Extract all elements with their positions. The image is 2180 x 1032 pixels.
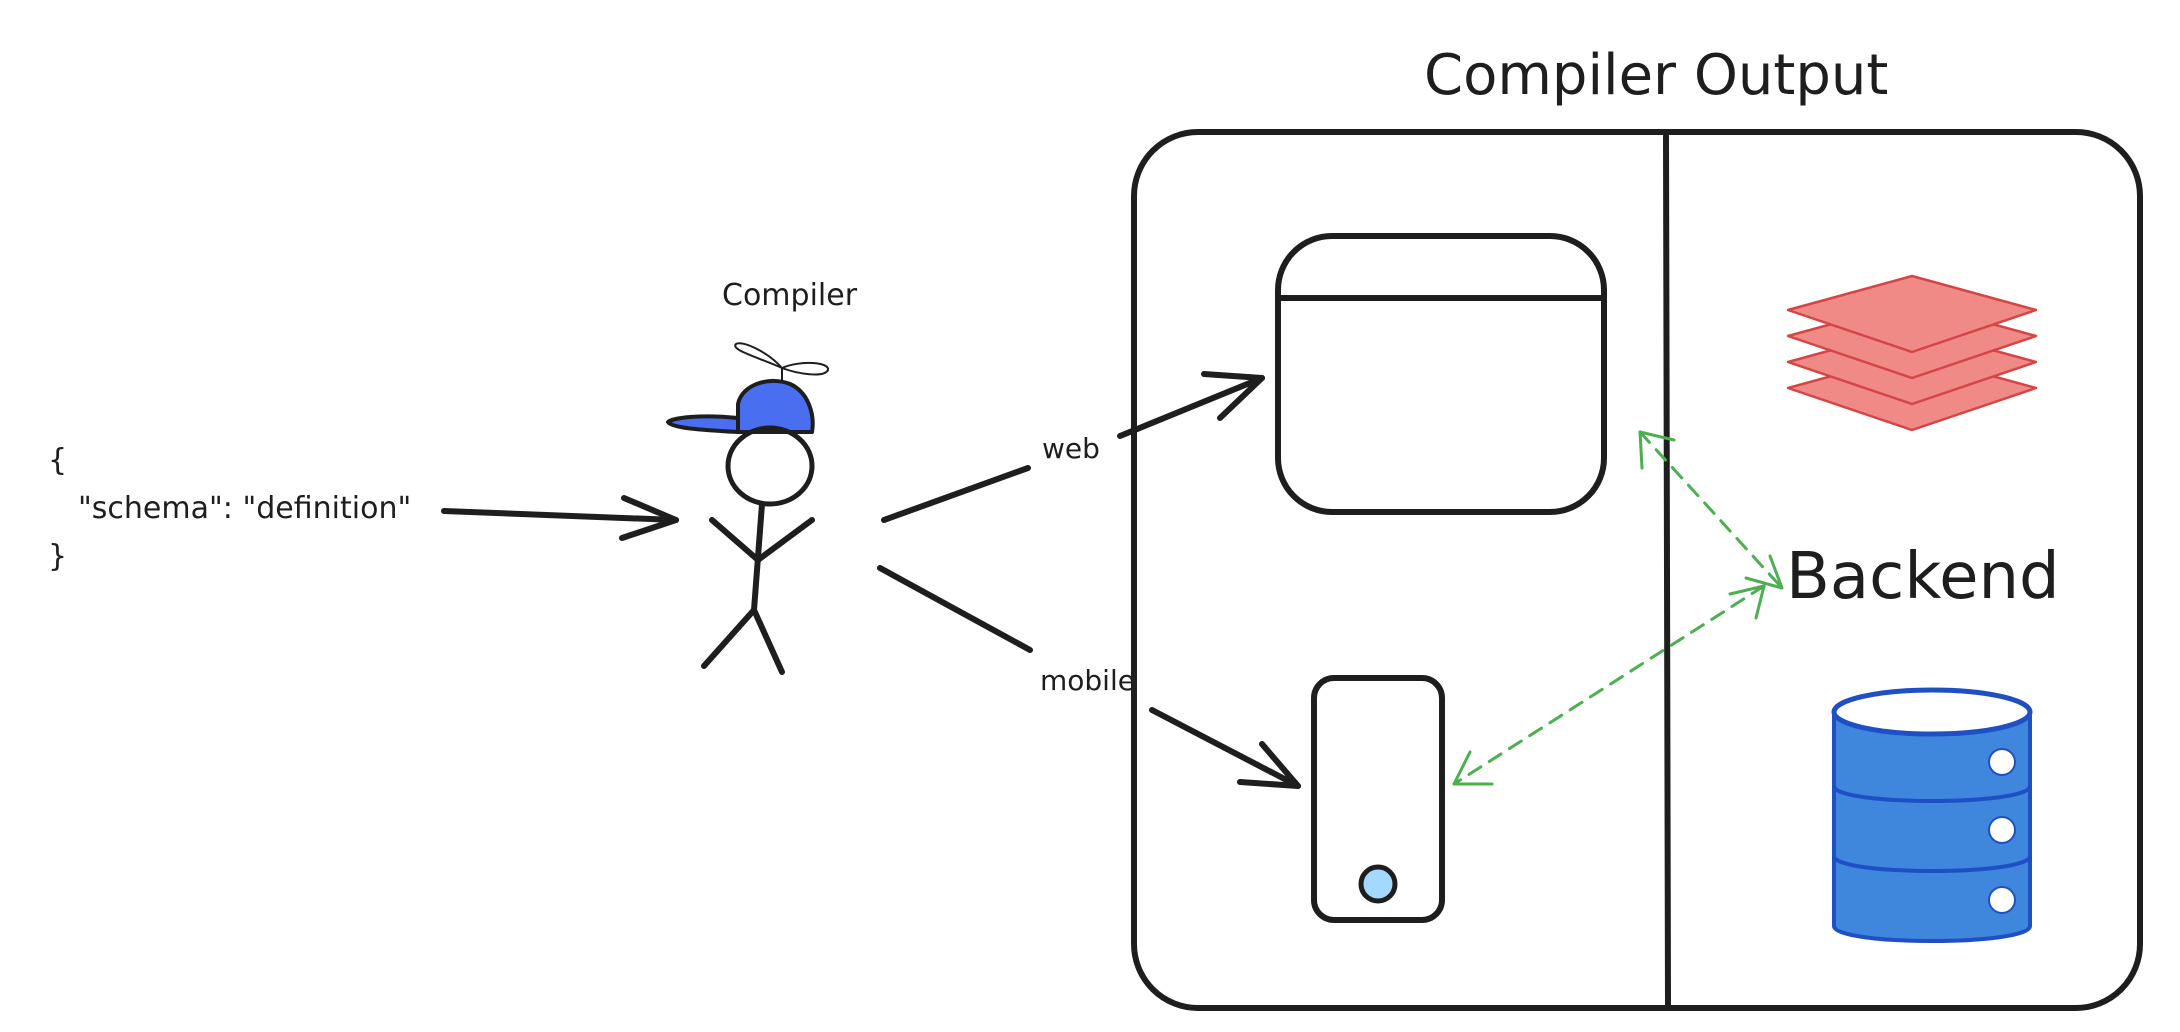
backend-mobile-connector xyxy=(1452,584,1766,786)
figure-head xyxy=(725,425,815,507)
mobile-label: mobile xyxy=(1040,664,1135,697)
web-arrow xyxy=(881,371,1265,523)
output-divider xyxy=(1663,133,1671,1009)
schema-input: { "schema": "definition" } xyxy=(48,443,411,574)
cap-icon xyxy=(736,378,815,434)
db-indicator-2 xyxy=(1988,816,2016,844)
backend-label: Backend xyxy=(1786,540,2060,614)
input-to-compiler-arrow xyxy=(441,495,679,541)
mobile-phone-icon xyxy=(1311,675,1445,923)
compiler-figure xyxy=(666,342,829,675)
input-schema-line: "schema": "definition" xyxy=(78,491,411,526)
input-brace-close: } xyxy=(48,539,67,574)
db-indicator-3 xyxy=(1988,886,2016,914)
browser-window-icon xyxy=(1275,233,1607,515)
propeller-icon xyxy=(734,342,829,381)
layers-icon xyxy=(1786,274,2038,432)
web-label: web xyxy=(1042,432,1100,465)
output-container xyxy=(1131,129,2143,1011)
output-title: Compiler Output xyxy=(1424,43,1888,108)
cap-visor xyxy=(666,414,740,434)
db-indicator-1 xyxy=(1988,748,2016,776)
compiler-label: Compiler xyxy=(722,278,858,313)
mobile-arrow xyxy=(877,565,1301,789)
backend-web-connector xyxy=(1638,430,1784,590)
input-brace-open: { xyxy=(48,443,67,478)
database-icon xyxy=(1831,687,2033,943)
phone-home-button xyxy=(1358,864,1398,904)
